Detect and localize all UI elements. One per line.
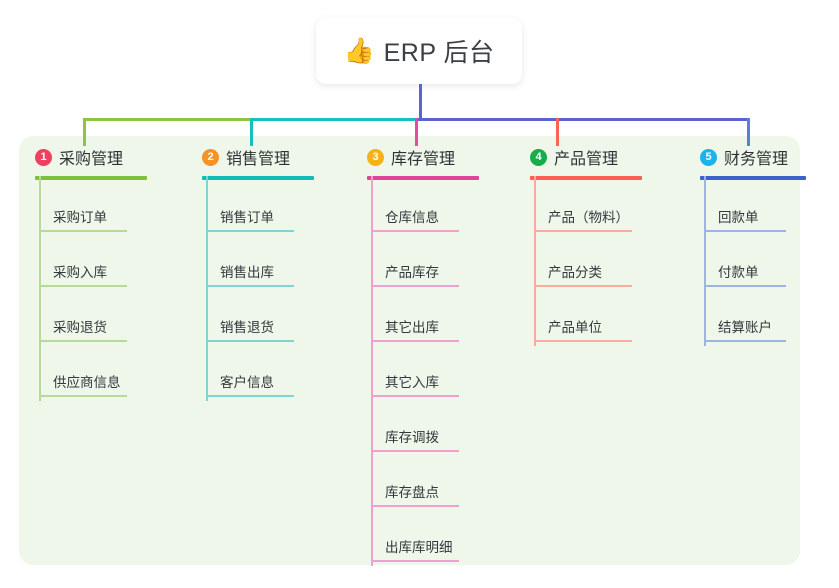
- leaf-item[interactable]: 回款单: [718, 210, 759, 225]
- leaf-item[interactable]: 付款单: [718, 265, 759, 280]
- leaf-underline: [39, 395, 127, 397]
- leaf-item[interactable]: 库存调拨: [385, 430, 439, 445]
- leaf-item[interactable]: 结算账户: [718, 320, 772, 335]
- leaf-item[interactable]: 其它入库: [385, 375, 439, 390]
- leaf-underline: [371, 340, 459, 342]
- branch-spine-2: [206, 176, 208, 401]
- branches-panel: [19, 136, 800, 565]
- branch-badge-3: 3: [367, 148, 384, 166]
- leaf-item[interactable]: 销售订单: [220, 210, 274, 225]
- branch-label-3: 库存管理: [391, 151, 456, 168]
- leaf-item[interactable]: 供应商信息: [53, 375, 121, 390]
- leaf-underline: [206, 285, 294, 287]
- branch-header-3[interactable]: 3 库存管理: [367, 146, 455, 168]
- bus-segment-1: [83, 118, 253, 121]
- branch-badge-4: 4: [530, 148, 547, 166]
- leaf-item[interactable]: 产品库存: [385, 265, 439, 280]
- branch-column-3: 3 库存管理: [367, 146, 455, 168]
- branch-label-4: 产品管理: [554, 151, 619, 168]
- drop-line-3: [415, 118, 418, 146]
- leaf-underline: [206, 230, 294, 232]
- branch-column-4: 4 产品管理: [530, 146, 618, 168]
- root-node[interactable]: 👍 ERP 后台: [316, 18, 522, 84]
- branch-header-4[interactable]: 4 产品管理: [530, 146, 618, 168]
- leaf-item[interactable]: 其它出库: [385, 320, 439, 335]
- leaf-underline: [371, 505, 459, 507]
- branch-badge-5: 5: [700, 148, 717, 166]
- branch-spine-5: [704, 176, 706, 346]
- drop-line-1: [83, 118, 86, 146]
- root-stem: [419, 84, 422, 121]
- leaf-item[interactable]: 采购退货: [53, 320, 107, 335]
- leaf-underline: [371, 450, 459, 452]
- branch-header-2[interactable]: 2 销售管理: [202, 146, 290, 168]
- bus-segment-2: [250, 118, 418, 121]
- branch-header-1[interactable]: 1 采购管理: [35, 146, 123, 168]
- branch-badge-1: 1: [35, 148, 52, 166]
- leaf-item[interactable]: 产品单位: [548, 320, 602, 335]
- leaf-item[interactable]: 库存盘点: [385, 485, 439, 500]
- branch-column-1: 1 采购管理: [35, 146, 123, 168]
- leaf-underline: [39, 230, 127, 232]
- branch-spine-4: [534, 176, 536, 346]
- leaf-underline: [371, 285, 459, 287]
- leaf-underline: [371, 395, 459, 397]
- bus-segment-3: [415, 118, 559, 121]
- branch-label-1: 采购管理: [59, 151, 124, 168]
- branch-spine-3: [371, 176, 373, 566]
- leaf-underline: [39, 340, 127, 342]
- branch-underline-4: [530, 176, 642, 180]
- root-node-label: ERP 后台: [383, 39, 495, 67]
- leaf-underline: [704, 230, 786, 232]
- branch-underline-3: [367, 176, 479, 180]
- drop-line-5: [747, 118, 750, 146]
- branch-header-5[interactable]: 5 财务管理: [700, 146, 788, 168]
- leaf-item[interactable]: 出库库明细: [385, 540, 453, 555]
- thumbs-up-emoji: 👍: [343, 36, 375, 65]
- leaf-item[interactable]: 销售出库: [220, 265, 274, 280]
- leaf-underline: [534, 230, 632, 232]
- leaf-underline: [39, 285, 127, 287]
- branch-label-5: 财务管理: [724, 151, 789, 168]
- branch-underline-1: [35, 176, 147, 180]
- leaf-underline: [534, 340, 632, 342]
- leaf-underline: [371, 230, 459, 232]
- leaf-underline: [704, 340, 786, 342]
- branch-label-2: 销售管理: [226, 151, 291, 168]
- leaf-item[interactable]: 采购入库: [53, 265, 107, 280]
- branch-underline-5: [700, 176, 806, 180]
- drop-line-4: [556, 118, 559, 146]
- leaf-underline: [704, 285, 786, 287]
- leaf-item[interactable]: 客户信息: [220, 375, 274, 390]
- leaf-item[interactable]: 产品（物料）: [548, 210, 629, 225]
- branch-spine-1: [39, 176, 41, 401]
- leaf-underline: [534, 285, 632, 287]
- bus-segment-4: [556, 118, 750, 121]
- leaf-item[interactable]: 销售退货: [220, 320, 274, 335]
- drop-line-2: [250, 118, 253, 146]
- leaf-item[interactable]: 采购订单: [53, 210, 107, 225]
- branch-column-2: 2 销售管理: [202, 146, 290, 168]
- leaf-underline: [371, 560, 459, 562]
- leaf-underline: [206, 395, 294, 397]
- branch-underline-2: [202, 176, 314, 180]
- branch-badge-2: 2: [202, 148, 219, 166]
- branch-column-5: 5 财务管理: [700, 146, 788, 168]
- leaf-underline: [206, 340, 294, 342]
- leaf-item[interactable]: 产品分类: [548, 265, 602, 280]
- leaf-item[interactable]: 仓库信息: [385, 210, 439, 225]
